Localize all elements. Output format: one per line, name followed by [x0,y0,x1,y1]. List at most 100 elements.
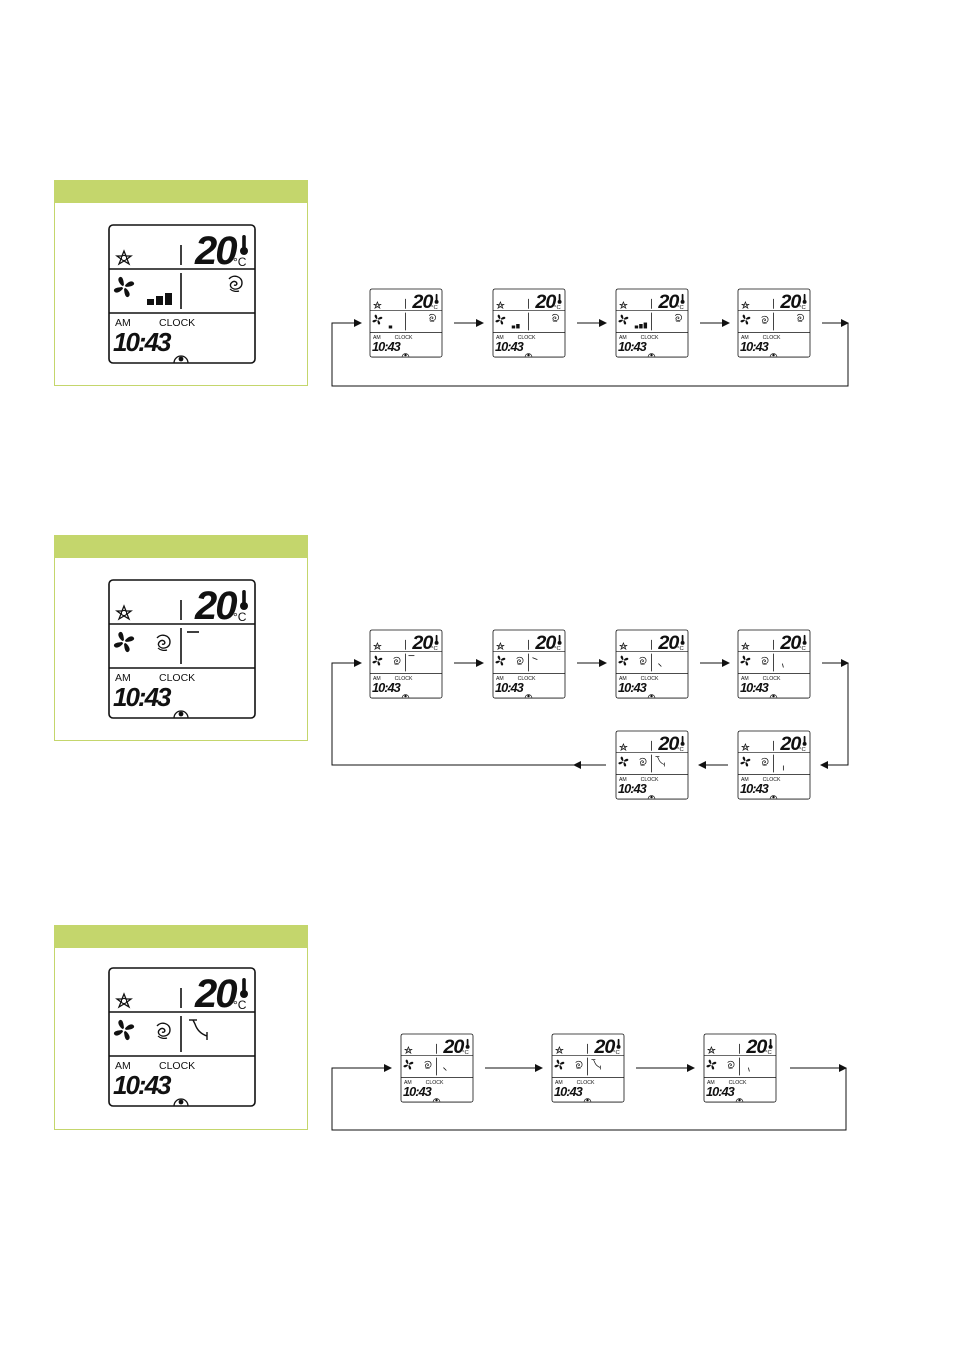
thermometer-icon [434,634,439,645]
thermometer-icon [557,634,562,645]
sun-icon [740,300,750,309]
lcd-frame [492,288,566,358]
sun-icon [740,742,750,751]
auto-mode-icon [156,1022,171,1039]
temperature-unit: °C [799,646,806,652]
clock-label: CLOCK [159,1060,195,1072]
temperature-readout: 20 [779,291,801,313]
time-readout: 10:43 [740,680,769,695]
clock-label: CLOCK [577,1080,595,1086]
auto-mode-icon [639,656,647,666]
thermometer-icon [802,735,807,746]
thermometer-icon [240,235,248,255]
fan-icon [618,314,629,325]
status-dot-icon [173,355,189,364]
temperature-unit: °C [799,305,806,311]
status-dot-icon [769,694,778,699]
clock-label: CLOCK [426,1080,444,1086]
auto-mode-icon [551,313,559,323]
status-dot-icon [647,795,656,800]
am-indicator: AM [619,335,627,341]
status-dot-icon [524,694,533,699]
thermometer-icon [680,735,685,746]
louver-position-indicator [748,1067,750,1072]
temperature-readout: 20 [534,632,556,654]
louver-position-indicator [532,657,538,660]
status-dot-icon [647,353,656,358]
lcd-frame [108,224,256,364]
speed-bar [511,325,516,329]
lcd-frame [703,1033,777,1103]
fan-icon [740,655,751,666]
lcd-frame [615,288,689,358]
temperature-readout: 20 [194,972,237,1016]
sun-icon [372,641,382,650]
louver-position-indicator [591,1059,601,1070]
clock-label: CLOCK [395,676,413,682]
thermometer-icon [240,590,248,610]
am-indicator: AM [115,1060,131,1072]
clock-label: CLOCK [395,335,413,341]
panel-header-band [55,926,307,948]
clock-label: CLOCK [763,335,781,341]
fan-icon [618,655,629,666]
lcd-frame [108,579,256,719]
clock-label: CLOCK [763,777,781,783]
sun-icon [740,641,750,650]
fan-icon [113,276,135,298]
sun-icon [495,300,505,309]
lcd-frame [108,967,256,1107]
fan-speed-bars [388,325,393,329]
fan-icon [554,1059,565,1070]
am-indicator: AM [555,1080,563,1086]
auto-mode-icon [575,1060,583,1070]
clock-label: CLOCK [159,672,195,684]
am-indicator: AM [741,777,749,783]
temperature-unit: °C [233,610,247,624]
lcd-frame [737,629,811,699]
temperature-unit: °C [613,1050,620,1056]
thermometer-icon [802,293,807,304]
fan-icon [372,655,383,666]
fan-speed-bars [634,322,648,329]
speed-bar [516,324,520,329]
time-readout: 10:43 [495,680,524,695]
status-dot-icon [647,694,656,699]
fan-icon [372,314,383,325]
louver-position-indicator [189,1019,208,1040]
temperature-unit: °C [431,646,438,652]
panel-header-band [55,181,307,203]
lcd-frame [615,730,689,800]
thermometer-icon [680,293,685,304]
temperature-readout: 20 [593,1036,615,1058]
clock-label: CLOCK [518,676,536,682]
sun-icon [618,641,628,650]
sun-icon [706,1045,716,1054]
auto-mode-icon [674,313,682,323]
temperature-unit: °C [677,305,684,311]
fan-icon [403,1059,414,1070]
clock-label: CLOCK [763,676,781,682]
temperature-unit: °C [431,305,438,311]
speed-bar [165,293,172,305]
clock-label: CLOCK [641,335,659,341]
thermometer-icon [434,293,439,304]
temperature-unit: °C [554,305,561,311]
lcd-frame [369,629,443,699]
thermometer-icon [465,1038,470,1049]
auto-mode-icon [428,313,436,323]
fan-icon [113,631,135,653]
status-dot-icon [432,1098,441,1103]
thermometer-icon [802,634,807,645]
